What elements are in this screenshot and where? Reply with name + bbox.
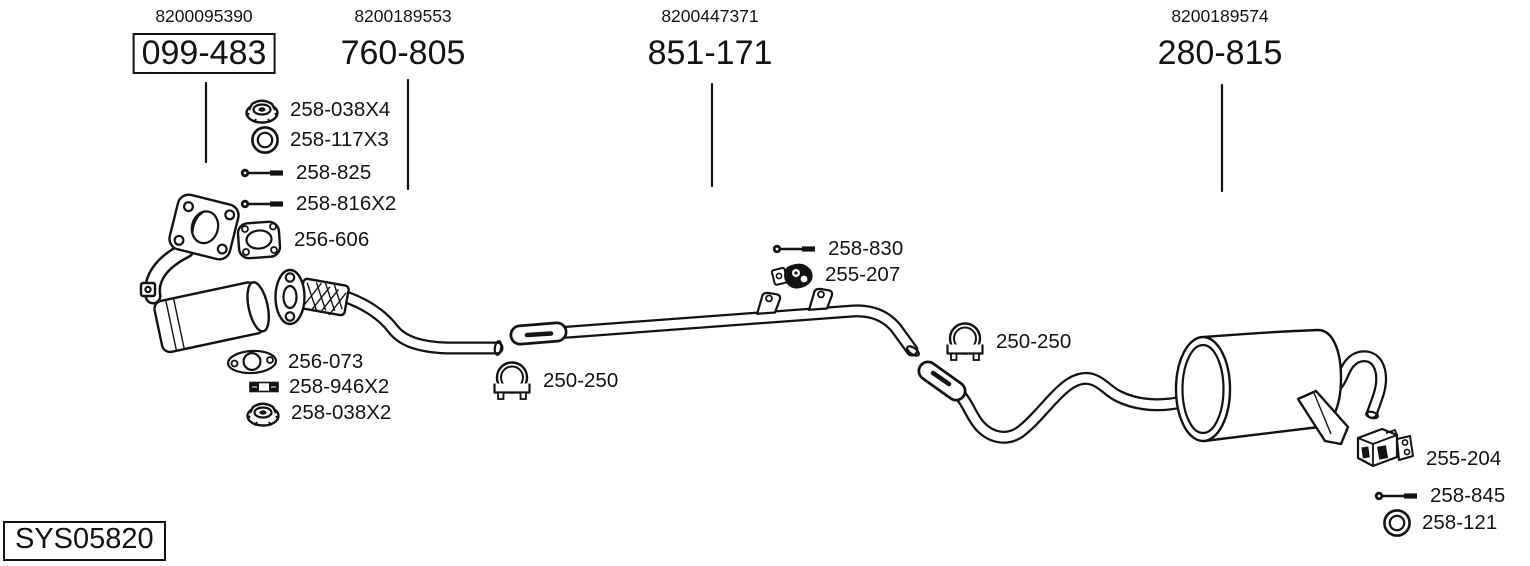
assembly-header-centre-pipe: 8200447371 851-171 bbox=[647, 6, 773, 73]
centre-pipe-drawing bbox=[509, 286, 920, 357]
callout-item: 258-816X2 bbox=[240, 192, 397, 215]
part-number: 760-805 bbox=[340, 34, 466, 73]
washer-icon bbox=[250, 125, 280, 155]
callout-label: 250-250 bbox=[543, 368, 619, 392]
part-number: 280-815 bbox=[1157, 34, 1283, 73]
callout-item: 258-825 bbox=[240, 161, 372, 184]
callout-item: 258-845 bbox=[1374, 484, 1506, 507]
system-code-badge: SYS05820 bbox=[3, 521, 166, 561]
callout-item: 256-606 bbox=[234, 218, 369, 262]
bolt-icon bbox=[1374, 489, 1420, 503]
callout-item: 256-073 bbox=[226, 349, 363, 375]
rubber-mount-icon bbox=[771, 260, 815, 290]
callout-item: 250-250 bbox=[944, 321, 1071, 363]
callout-label: 255-207 bbox=[825, 262, 901, 286]
callout-label: 256-606 bbox=[294, 227, 370, 251]
callout-item: 258-121 bbox=[1382, 508, 1497, 538]
oval-gasket-icon bbox=[226, 349, 278, 375]
pipe-clamp-icon bbox=[944, 321, 986, 363]
callout-label: 258-845 bbox=[1430, 484, 1506, 507]
callout-label: 258-830 bbox=[828, 237, 904, 260]
part-number: 851-171 bbox=[647, 34, 773, 73]
callout-label: 250-250 bbox=[996, 329, 1072, 353]
flange-nut-icon bbox=[244, 96, 280, 124]
callout-label: 258-825 bbox=[296, 161, 372, 184]
callout-label: 258-038X2 bbox=[291, 400, 392, 424]
callout-label: 258-038X4 bbox=[290, 97, 391, 121]
callout-item: 258-946X2 bbox=[249, 375, 390, 398]
callout-item: 258-830 bbox=[772, 237, 904, 260]
rear-silencer-drawing bbox=[917, 328, 1388, 446]
assembly-header-front: 8200095390 099-483 bbox=[132, 6, 276, 74]
flange-gasket-icon bbox=[234, 218, 284, 262]
callout-item: 250-250 bbox=[491, 360, 618, 402]
assembly-header-rear-silencer: 8200189574 280-815 bbox=[1157, 6, 1283, 73]
washer-icon bbox=[1382, 508, 1412, 538]
flange-nut-icon bbox=[245, 399, 281, 427]
callout-item: 258-117X3 bbox=[250, 125, 389, 155]
spring-kit-icon bbox=[249, 380, 279, 394]
part-number: 099-483 bbox=[132, 33, 276, 74]
oem-number: 8200447371 bbox=[661, 6, 759, 26]
flex-pipe-drawing bbox=[274, 268, 504, 356]
leader-lines bbox=[204, 78, 1224, 193]
callout-label: 258-121 bbox=[1422, 510, 1498, 534]
callout-item: 255-207 bbox=[771, 260, 900, 290]
oem-number: 8200189574 bbox=[1171, 6, 1269, 26]
assembly-header-flex-pipe: 8200189553 760-805 bbox=[340, 6, 466, 73]
bolt-icon bbox=[240, 166, 286, 180]
callout-item: 258-038X2 bbox=[245, 399, 391, 427]
oem-number: 8200189553 bbox=[354, 6, 452, 26]
callout-label: 258-816X2 bbox=[296, 192, 397, 215]
callout-item: 255-204 bbox=[1352, 423, 1501, 471]
bolt-icon bbox=[772, 242, 818, 256]
callout-label: 256-073 bbox=[288, 349, 364, 373]
oem-number: 8200095390 bbox=[155, 6, 253, 26]
pipe-clamp-icon bbox=[491, 360, 533, 402]
callout-label: 255-204 bbox=[1426, 446, 1502, 470]
bolt-icon bbox=[240, 197, 286, 211]
callout-label: 258-117X3 bbox=[290, 127, 389, 151]
hanger-bracket-icon bbox=[1352, 423, 1416, 471]
front-assembly-drawing bbox=[139, 193, 270, 354]
callout-item: 258-038X4 bbox=[244, 96, 390, 124]
callout-label: 258-946X2 bbox=[289, 375, 390, 398]
